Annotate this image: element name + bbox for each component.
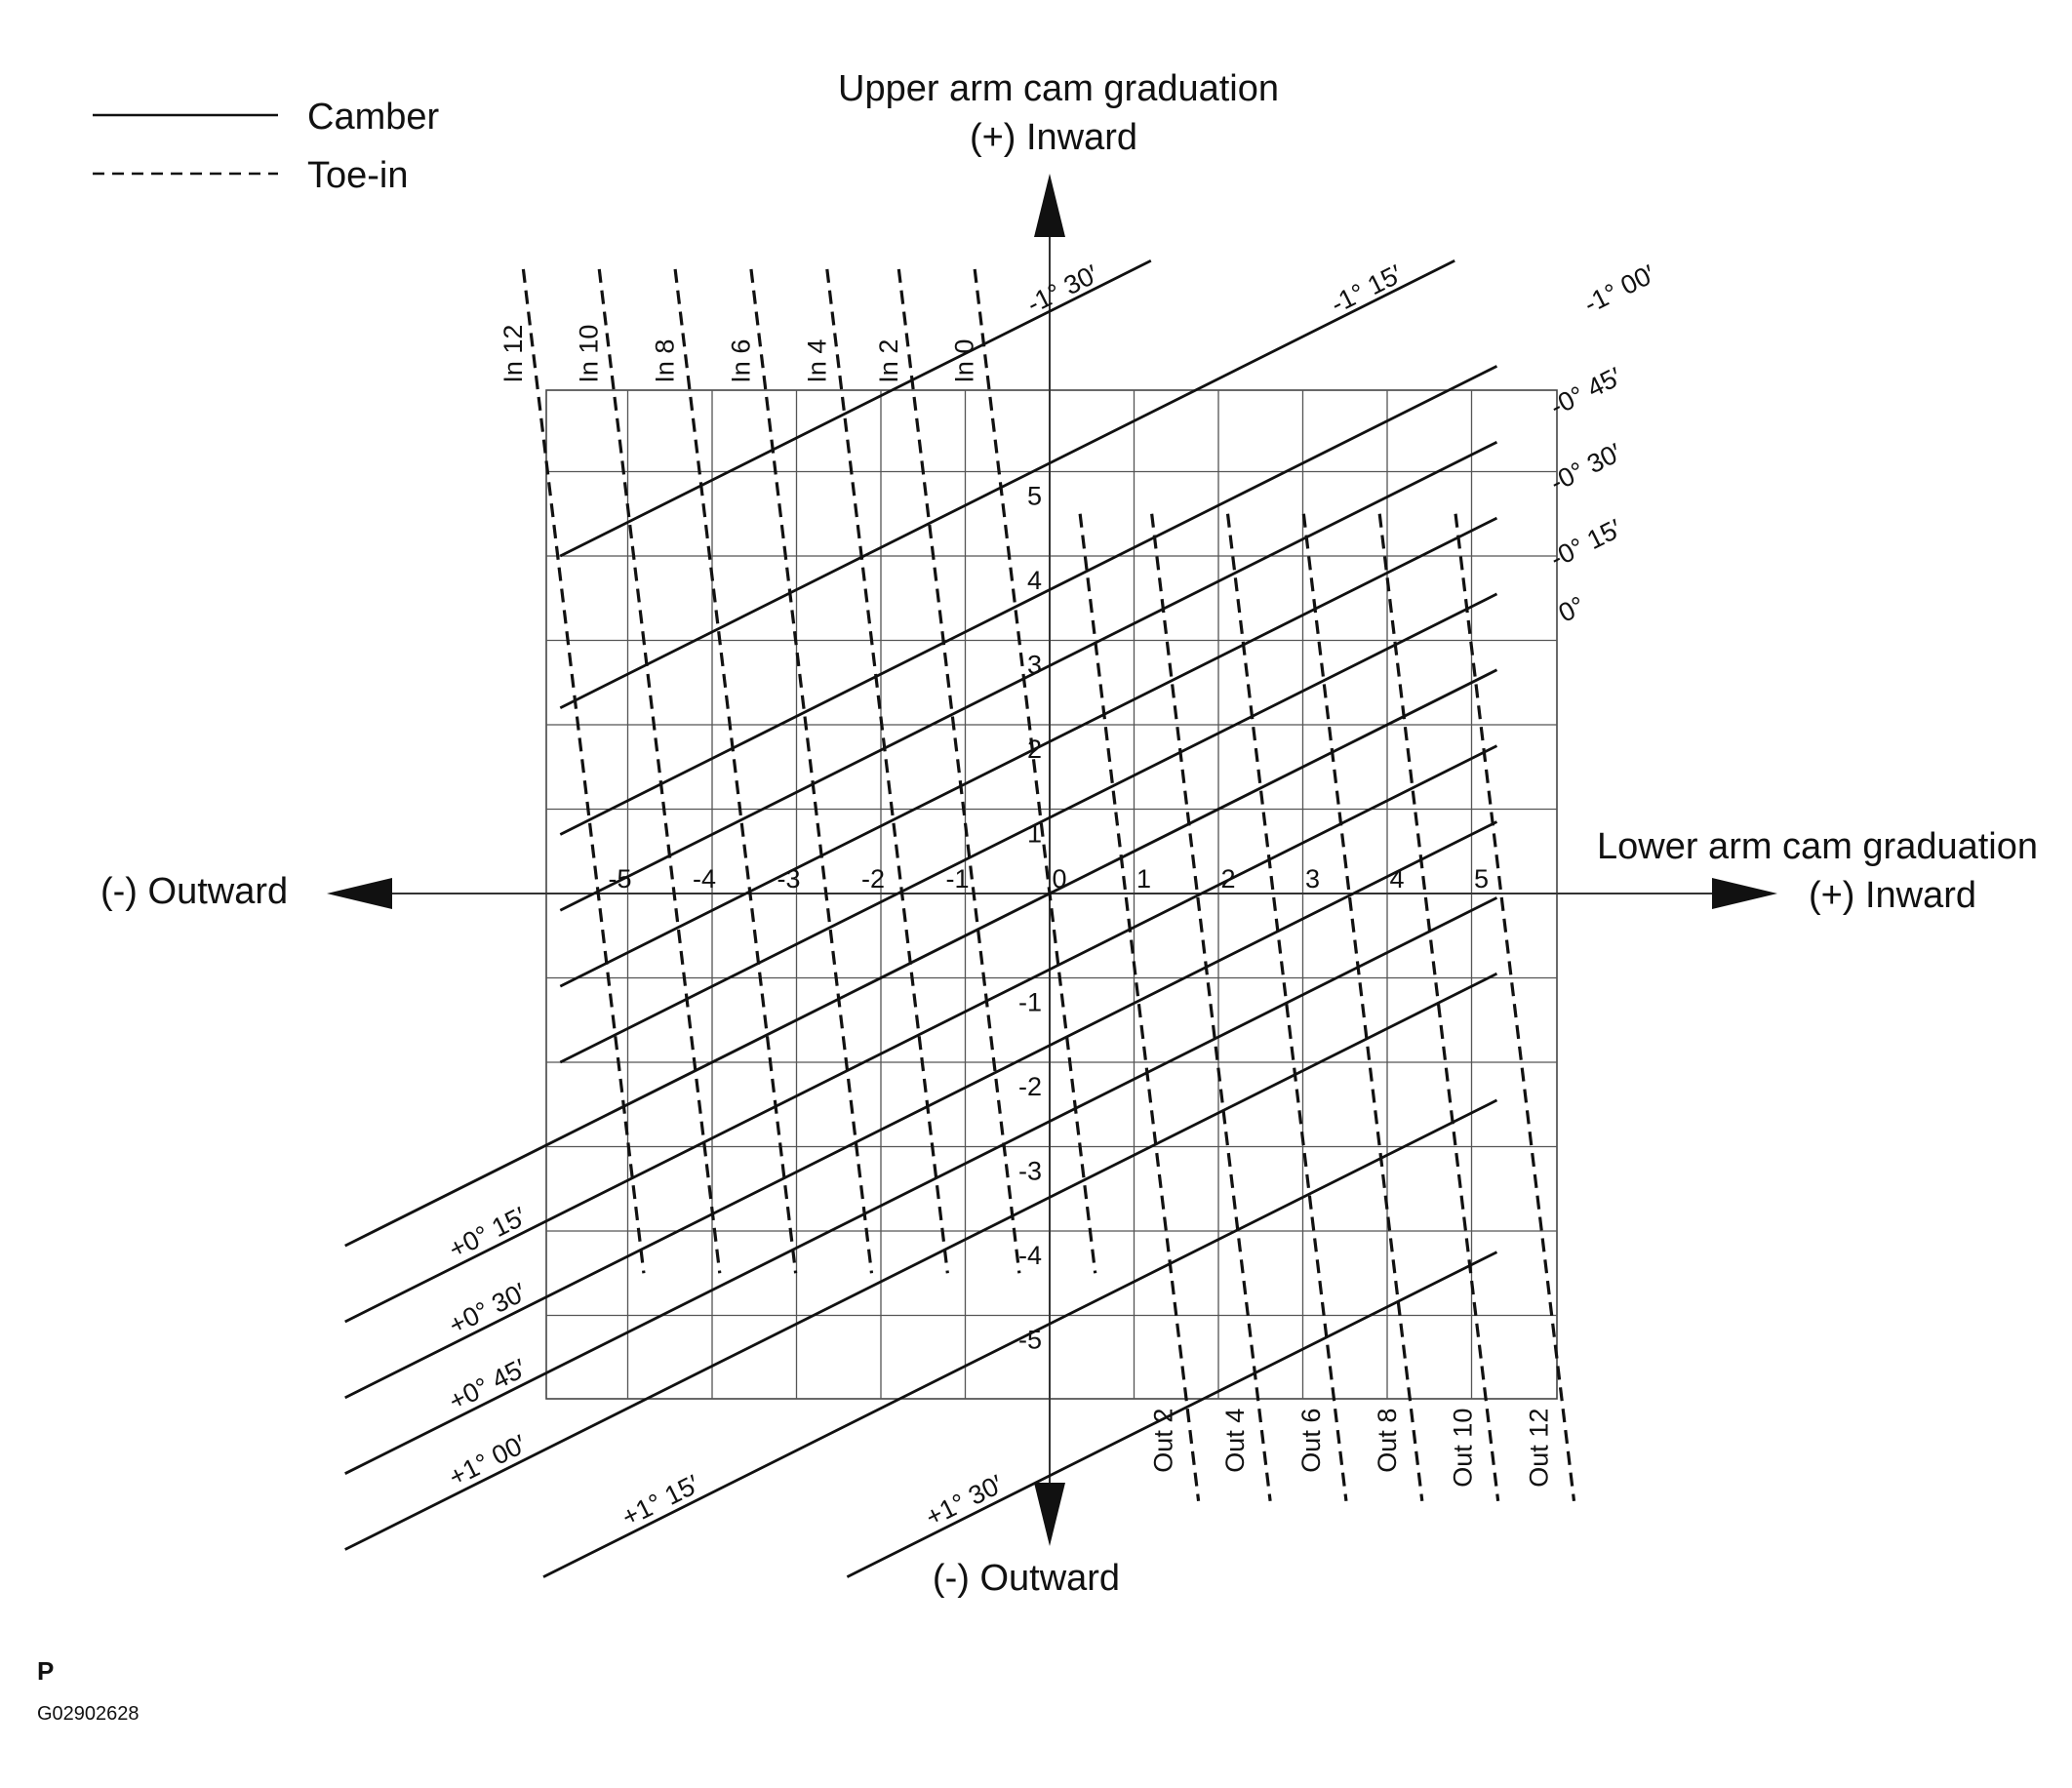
camber-line-label: -1° 15′ xyxy=(1326,259,1407,319)
legend-camber-label: Camber xyxy=(307,97,439,138)
toe-in-line-label: In 10 xyxy=(575,325,604,383)
x-tick-label: -2 xyxy=(861,864,885,894)
camber-line-label: +0° 15′ xyxy=(444,1202,531,1264)
camber-line-label: +1° 00′ xyxy=(444,1429,531,1491)
toe-in-line-label: In 4 xyxy=(802,339,831,383)
x-axis-arrow-right xyxy=(1712,878,1777,909)
toe-in-line xyxy=(1377,513,1500,1501)
y-tick-label: 4 xyxy=(1027,566,1042,595)
camber-line xyxy=(559,440,1498,912)
camber-line xyxy=(559,365,1498,836)
y-tick-label: 3 xyxy=(1027,651,1042,680)
x-tick-label: 0 xyxy=(1052,864,1066,894)
toe-in-line-label: In 0 xyxy=(950,339,979,383)
camber-line-label: -1° 30′ xyxy=(1022,259,1103,319)
toe-in-line-label: Out 10 xyxy=(1449,1409,1478,1488)
camber-line xyxy=(559,592,1498,1064)
camber-lines xyxy=(344,258,1498,1578)
y-axis-title-line1: Upper arm cam graduation xyxy=(838,68,1279,109)
camber-line-label: -0° 45′ xyxy=(1545,362,1626,421)
toe-in-line xyxy=(1078,513,1201,1501)
toe-in-line-label: In 2 xyxy=(874,339,903,383)
camber-line xyxy=(344,744,1498,1324)
x-axis-title-line2: (+) Inward xyxy=(1809,875,1976,916)
y-axis-arrow-down xyxy=(1034,1483,1065,1546)
axis-titles: Upper arm cam graduation (+) Inward (-) … xyxy=(100,68,2038,1599)
toe-in-line-label: Out 2 xyxy=(1149,1409,1178,1473)
y-axis-arrow-up xyxy=(1034,174,1065,237)
x-tick-label: -3 xyxy=(777,864,800,894)
toe-in-line xyxy=(1225,513,1348,1501)
toe-in-line-label: In 8 xyxy=(651,339,680,383)
camber-line xyxy=(344,820,1498,1400)
x-tick-label: 1 xyxy=(1136,864,1151,894)
camber-line-label: 0° xyxy=(1554,590,1590,627)
figure-letter: P xyxy=(37,1656,54,1686)
y-axis-negative-label: (-) Outward xyxy=(933,1558,1120,1599)
x-tick-label: -1 xyxy=(945,864,969,894)
toe-in-line xyxy=(1150,513,1272,1501)
y-tick-label: -5 xyxy=(1018,1326,1042,1355)
toe-in-line xyxy=(521,268,646,1274)
toe-in-lines xyxy=(521,268,1576,1501)
camber-line-label: +1° 30′ xyxy=(921,1469,1008,1531)
x-tick-label: 2 xyxy=(1220,864,1235,894)
camber-line xyxy=(344,972,1498,1551)
toe-in-line xyxy=(1301,513,1424,1501)
toe-in-line xyxy=(897,268,1021,1274)
x-tick-label: 5 xyxy=(1474,864,1489,894)
y-tick-label: -3 xyxy=(1018,1157,1042,1186)
figure-code: P G02902628 xyxy=(37,1656,139,1725)
toe-in-line-label: In 6 xyxy=(726,339,755,383)
line-labels: -1° 30′-1° 15′-1° 00′-0° 45′-0° 30′-0° 1… xyxy=(444,259,1659,1532)
x-tick-label: -4 xyxy=(693,864,716,894)
x-tick-label: 3 xyxy=(1305,864,1320,894)
toe-in-line-label: Out 8 xyxy=(1373,1409,1402,1473)
toe-in-line-label: In 12 xyxy=(498,325,528,383)
y-tick-label: -4 xyxy=(1018,1241,1042,1270)
camber-line-label: +1° 15′ xyxy=(618,1469,704,1531)
toe-in-line-label: Out 6 xyxy=(1296,1409,1326,1473)
x-tick-label: 4 xyxy=(1389,864,1404,894)
y-tick-label: -2 xyxy=(1018,1072,1042,1101)
y-tick-label: 5 xyxy=(1027,482,1042,511)
toe-in-line xyxy=(749,268,874,1274)
axes xyxy=(327,174,1777,1546)
toe-in-line xyxy=(597,268,722,1274)
figure-code-number: G02902628 xyxy=(37,1703,139,1725)
camber-line-label: -1° 00′ xyxy=(1579,259,1660,319)
camber-line xyxy=(344,668,1498,1248)
x-axis-negative-label: (-) Outward xyxy=(100,871,288,912)
legend-toe-in-label: Toe-in xyxy=(307,155,409,196)
y-axis-title-line2: (+) Inward xyxy=(970,117,1137,158)
toe-in-line xyxy=(825,268,949,1274)
camber-line xyxy=(559,258,1152,558)
toe-in-line-label: Out 4 xyxy=(1220,1409,1250,1473)
camber-line xyxy=(846,1251,1498,1578)
toe-in-line-label: Out 12 xyxy=(1525,1409,1554,1488)
toe-in-line xyxy=(673,268,798,1274)
camber-line xyxy=(559,516,1498,988)
camber-line-label: +0° 30′ xyxy=(444,1277,531,1339)
camber-line xyxy=(344,896,1498,1475)
camber-line xyxy=(559,258,1455,709)
x-axis-title-line1: Lower arm cam graduation xyxy=(1597,826,2038,867)
toe-in-line xyxy=(1454,513,1576,1501)
y-tick-label: 1 xyxy=(1027,819,1042,849)
legend: Camber Toe-in xyxy=(93,97,439,196)
toe-in-line xyxy=(973,268,1097,1274)
camber-line xyxy=(542,1098,1498,1578)
y-tick-label: -1 xyxy=(1018,988,1042,1017)
y-tick-label: 2 xyxy=(1027,735,1042,764)
x-tick-label: -5 xyxy=(608,864,631,894)
camber-line-label: +0° 45′ xyxy=(444,1353,531,1415)
x-axis-arrow-left xyxy=(327,878,392,909)
